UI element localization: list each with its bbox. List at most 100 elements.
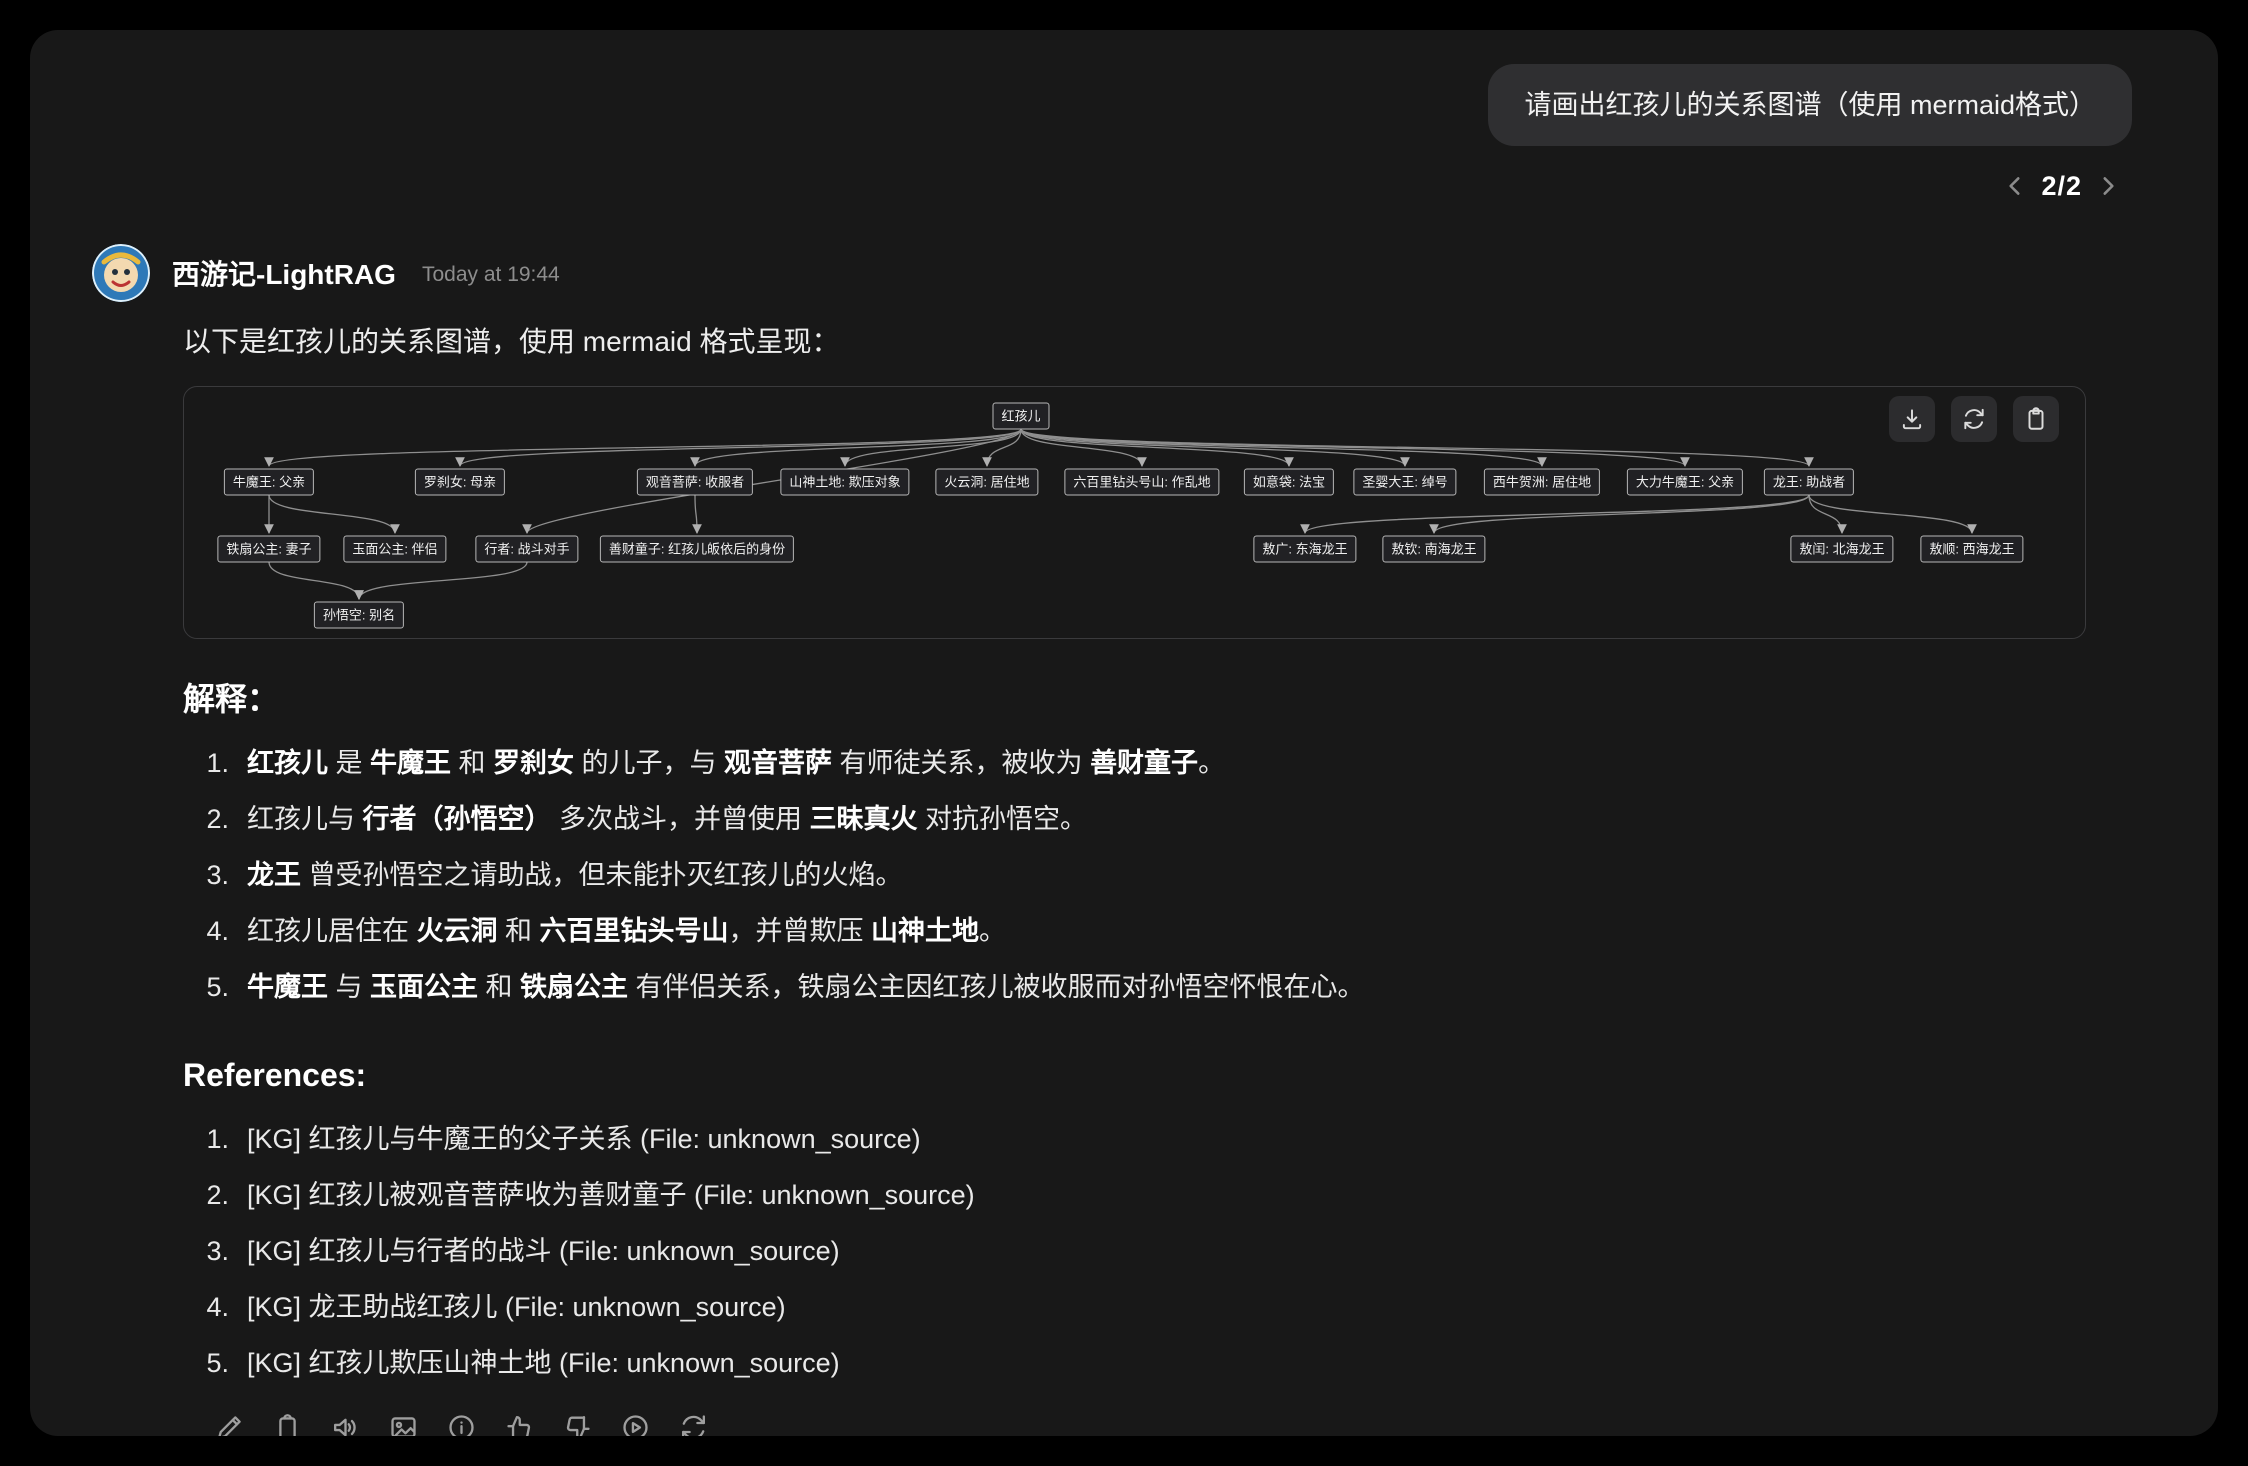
list-item-number: 2. <box>206 1180 229 1210</box>
references-list: 1. [KG] 红孩儿与牛魔王的父子关系 (File: unknown_sour… <box>183 1111 2178 1391</box>
copy-diagram-button[interactable] <box>2013 396 2059 442</box>
message-timestamp: Today at 19:44 <box>421 263 560 286</box>
graph-node: 火云洞: 居住地 <box>935 468 1039 496</box>
assistant-intro-text: 以下是红孩儿的关系图谱，使用 mermaid 格式呈现： <box>183 326 840 357</box>
message-pagination: 2/2 <box>30 168 2126 204</box>
list-item-text: 红孩儿居住在 火云洞 和 六百里钻头号山，并曾欺压 山神土地。 <box>247 916 1007 946</box>
list-item: 4. [KG] 龙王助战红孩儿 (File: unknown_source) <box>183 1279 2178 1335</box>
user-message-text: 请画出红孩儿的关系图谱（使用 mermaid格式） <box>1524 90 2096 120</box>
list-item-number: 3. <box>206 1236 229 1266</box>
user-message-row: 请画出红孩儿的关系图谱（使用 mermaid格式） <box>30 30 2218 146</box>
assistant-name: 西游记-LightRAG <box>172 259 396 290</box>
graph-edges <box>264 428 1977 600</box>
copy-icon <box>2028 407 2044 430</box>
list-item-number: 1. <box>206 1124 229 1154</box>
chevron-left-icon <box>2009 177 2021 195</box>
read-aloud-button[interactable] <box>329 1411 362 1436</box>
graph-node: 山神土地: 欺压对象 <box>780 468 910 496</box>
mermaid-diagram-panel: 红孩儿牛魔王: 父亲 罗刹女: 母亲 观音菩萨: 收服者山神土地: 欺压对象火云洞:… <box>183 386 2086 639</box>
page-indicator: 2/2 <box>2041 170 2082 201</box>
info-icon <box>449 1415 474 1436</box>
list-item-number: 4. <box>206 1292 229 1322</box>
next-page-button[interactable] <box>2090 168 2126 204</box>
graph-node: 如意袋: 法宝 <box>1243 468 1335 496</box>
graph-node: 六百里钻头号山: 作乱地 <box>1064 468 1220 496</box>
graph-node: 敖钦: 南海龙王 <box>1382 535 1486 563</box>
list-item-text: [KG] 红孩儿与牛魔王的父子关系 (File: unknown_source) <box>247 1124 921 1154</box>
graph-node: 行者: 战斗对手 <box>475 535 579 563</box>
explanation-heading: 解释： <box>183 681 280 717</box>
regenerate-icon <box>682 1415 705 1436</box>
list-item-text: [KG] 红孩儿与行者的战斗 (File: unknown_source) <box>247 1236 840 1266</box>
explanation-list: 1. 红孩儿 是 牛魔王 和 罗刹女 的儿子，与 观音菩萨 有师徒关系，被收为 … <box>183 735 2178 1015</box>
graph-node: 西牛贺洲: 居住地 <box>1483 468 1601 496</box>
image-icon <box>391 1417 416 1436</box>
prev-page-button[interactable] <box>1997 168 2033 204</box>
list-item-text: 红孩儿与 行者（孙悟空） 多次战斗，并曾使用 三昧真火 对抗孙悟空。 <box>247 804 1088 834</box>
graph-node: 铁扇公主: 妻子 <box>217 535 321 563</box>
copy-icon <box>279 1414 296 1436</box>
graph-node: 罗刹女: 母亲 <box>414 468 506 496</box>
list-item-text: 红孩儿 是 牛魔王 和 罗刹女 的儿子，与 观音菩萨 有师徒关系，被收为 善财童… <box>247 748 1226 778</box>
list-item-number: 2. <box>206 804 229 834</box>
download-icon <box>1902 409 1922 430</box>
refresh-icon <box>1964 408 1984 430</box>
graph-node: 大力牛魔王: 父亲 <box>1626 468 1744 496</box>
assistant-body: 以下是红孩儿的关系图谱，使用 mermaid 格式呈现： 红孩儿牛魔王: 父亲 罗… <box>183 320 2218 1436</box>
list-item-number: 3. <box>206 860 229 890</box>
list-item-text: [KG] 红孩儿欺压山神土地 (File: unknown_source) <box>247 1348 840 1378</box>
thumbs-down-icon <box>566 1416 590 1436</box>
list-item: 1. [KG] 红孩儿与牛魔王的父子关系 (File: unknown_sour… <box>183 1111 2178 1167</box>
edit-message-button[interactable] <box>213 1411 246 1436</box>
thumbs-up-button[interactable] <box>503 1411 536 1436</box>
graph-node: 玉面公主: 伴侣 <box>343 535 447 563</box>
list-item-text: 龙王 曾受孙悟空之请助战，但未能扑灭红孩儿的火焰。 <box>247 860 903 890</box>
graph-node: 敖广: 东海龙王 <box>1253 535 1357 563</box>
export-image-button[interactable] <box>387 1411 420 1436</box>
graph-node: 红孩儿 <box>992 402 1050 430</box>
graph-node: 敖顺: 西海龙王 <box>1920 535 2024 563</box>
copy-message-button[interactable] <box>271 1411 304 1436</box>
refresh-diagram-button[interactable] <box>1951 396 1997 442</box>
list-item-number: 5. <box>206 972 229 1002</box>
list-item: 5. [KG] 红孩儿欺压山神土地 (File: unknown_source) <box>183 1335 2178 1391</box>
graph-node: 圣婴大王: 绰号 <box>1353 468 1457 496</box>
graph-node: 观音菩萨: 收服者 <box>636 468 754 496</box>
play-button[interactable] <box>619 1411 652 1436</box>
thumbs-down-button[interactable] <box>561 1411 594 1436</box>
diagram-toolbar <box>1889 396 2059 442</box>
assistant-header: 西游记-LightRAG Today at 19:44 <box>92 244 2218 302</box>
graph-node: 龙王: 助战者 <box>1763 468 1855 496</box>
list-item: 2. [KG] 红孩儿被观音菩萨收为善财童子 (File: unknown_so… <box>183 1167 2178 1223</box>
download-diagram-button[interactable] <box>1889 396 1935 442</box>
message-toolbar <box>213 1411 2178 1436</box>
list-item-text: 牛魔王 与 玉面公主 和 铁扇公主 有伴侣关系，铁扇公主因红孩儿被收服而对孙悟空… <box>247 972 1365 1002</box>
chat-window: 请画出红孩儿的关系图谱（使用 mermaid格式） 2/2 <box>30 30 2218 1436</box>
list-item: 3. [KG] 红孩儿与行者的战斗 (File: unknown_source) <box>183 1223 2178 1279</box>
graph-node: 敖闰: 北海龙王 <box>1790 535 1894 563</box>
references-heading: References: <box>183 1057 367 1093</box>
graph-node: 牛魔王: 父亲 <box>223 468 315 496</box>
list-item-number: 1. <box>206 748 229 778</box>
graph-node: 善财童子: 红孩儿皈依后的身份 <box>599 535 795 563</box>
list-item: 3. 龙王 曾受孙悟空之请助战，但未能扑灭红孩儿的火焰。 <box>183 847 2178 903</box>
list-item-number: 4. <box>206 916 229 946</box>
list-item-text: [KG] 红孩儿被观音菩萨收为善财童子 (File: unknown_sourc… <box>247 1180 975 1210</box>
list-item: 4. 红孩儿居住在 火云洞 和 六百里钻头号山，并曾欺压 山神土地。 <box>183 903 2178 959</box>
assistant-avatar <box>92 244 150 302</box>
thumbs-up-icon <box>507 1416 531 1436</box>
list-item-text: [KG] 龙王助战红孩儿 (File: unknown_source) <box>247 1292 786 1322</box>
regenerate-button[interactable] <box>677 1411 710 1436</box>
graph-node: 孙悟空: 别名 <box>313 601 405 629</box>
list-item: 5. 牛魔王 与 玉面公主 和 铁扇公主 有伴侣关系，铁扇公主因红孩儿被收服而对… <box>183 959 2178 1015</box>
info-button[interactable] <box>445 1411 478 1436</box>
assistant-message: 西游记-LightRAG Today at 19:44 以下是红孩儿的关系图谱，… <box>92 244 2218 1436</box>
play-icon <box>623 1415 648 1436</box>
edit-icon <box>218 1416 241 1436</box>
list-item: 1. 红孩儿 是 牛魔王 和 罗刹女 的儿子，与 观音菩萨 有师徒关系，被收为 … <box>183 735 2178 791</box>
avatar-art-icon <box>92 244 150 302</box>
list-item-number: 5. <box>206 1348 229 1378</box>
list-item: 2. 红孩儿与 行者（孙悟空） 多次战斗，并曾使用 三昧真火 对抗孙悟空。 <box>183 791 2178 847</box>
user-message-bubble: 请画出红孩儿的关系图谱（使用 mermaid格式） <box>1488 64 2132 146</box>
speaker-icon <box>334 1418 356 1436</box>
